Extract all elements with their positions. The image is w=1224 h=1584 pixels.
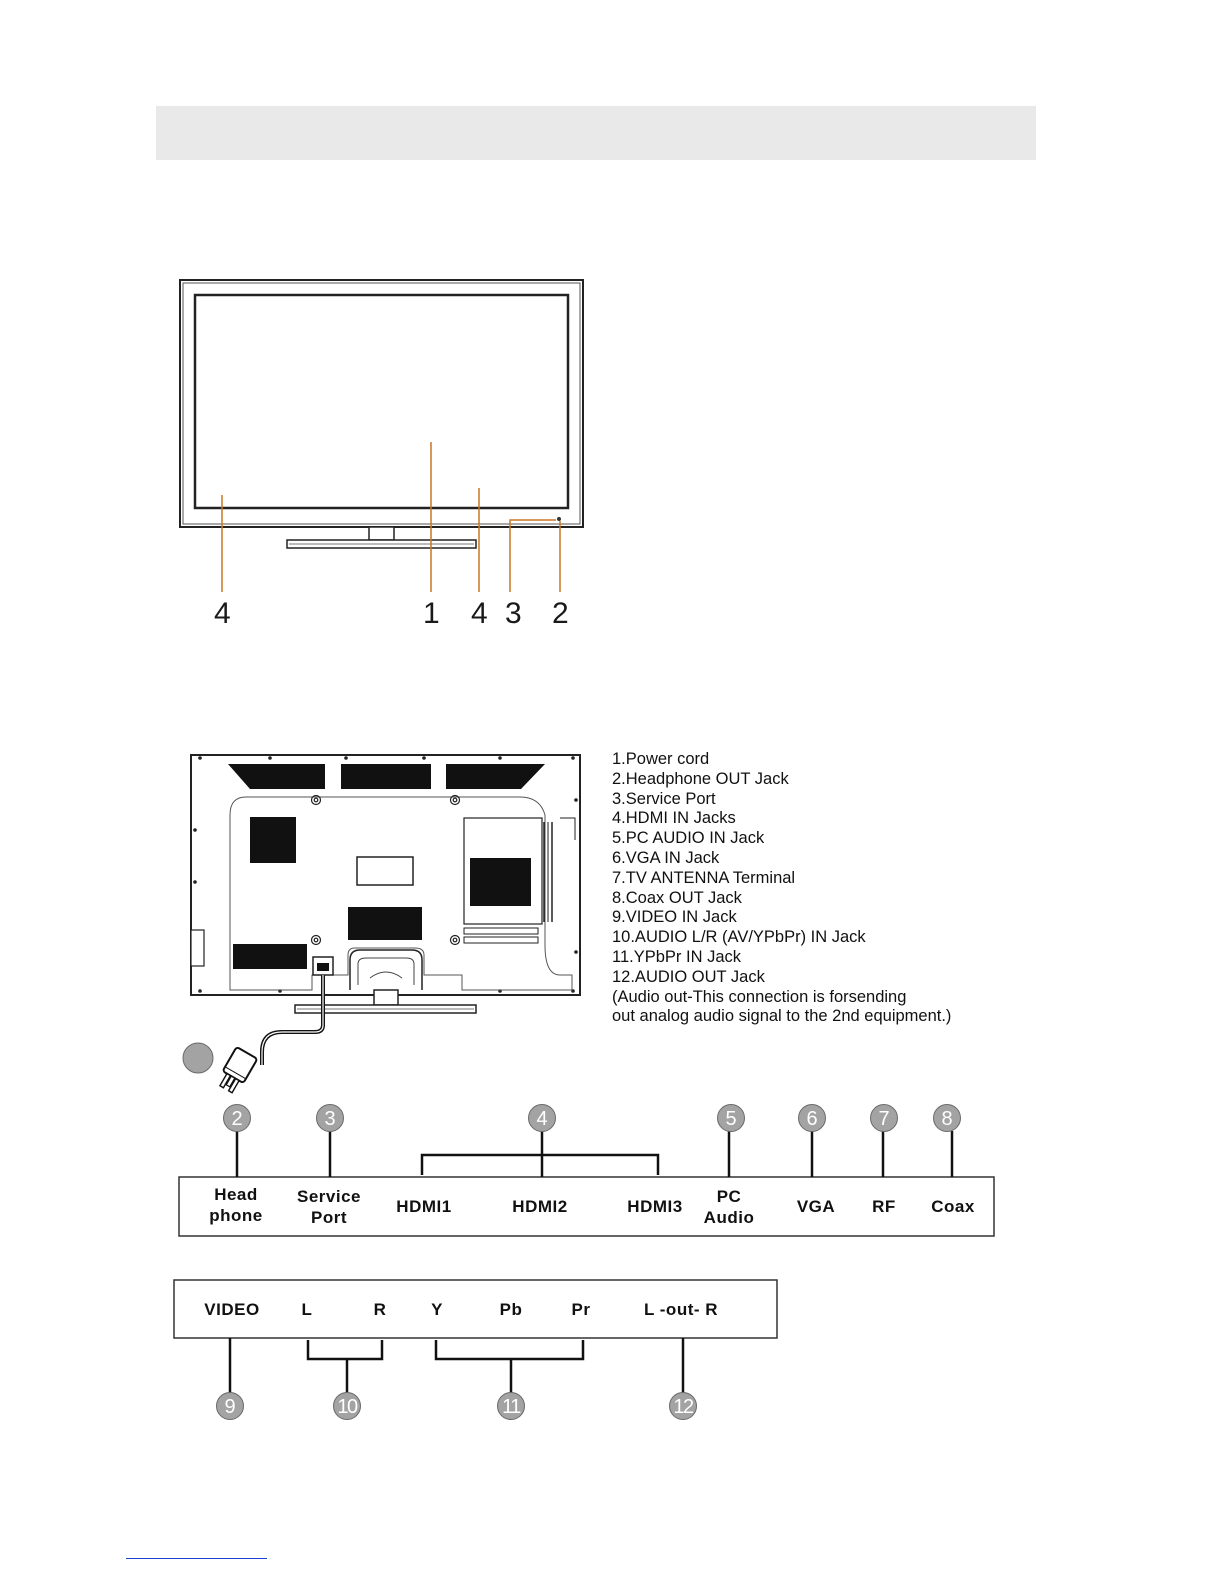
footer-link-underline[interactable] xyxy=(126,1558,267,1559)
power-cord-badge xyxy=(182,1042,214,1074)
tv-front-view: 4 1 4 3 2 xyxy=(179,279,584,630)
label-service-line2: Port xyxy=(311,1208,347,1227)
label-pc-line1: PC xyxy=(717,1187,742,1206)
badge-10: 10 xyxy=(333,1392,361,1420)
svg-text:11: 11 xyxy=(502,1396,521,1418)
badge-6: 6 xyxy=(798,1104,826,1132)
label-audio-l: L xyxy=(302,1300,313,1319)
label-y: Y xyxy=(431,1300,443,1319)
svg-text:12: 12 xyxy=(673,1396,694,1418)
connector-panel-bottom: VIDEO L R Y Pb Pr L -out- R 9 10 11 12 xyxy=(173,1279,778,1420)
svg-text:6: 6 xyxy=(806,1108,817,1130)
svg-text:9: 9 xyxy=(224,1396,235,1418)
section-header-band xyxy=(156,106,1036,160)
headphone-jack-dot xyxy=(557,517,561,521)
legend-item: 6.VGA IN Jack xyxy=(612,848,720,867)
legend-item: 2.Headphone OUT Jack xyxy=(612,769,789,788)
connector-panel-top-box xyxy=(178,1176,995,1237)
front-callout-4b: 4 xyxy=(471,597,488,630)
front-callout-lines xyxy=(221,442,561,592)
legend-note: (Audio out-This connection is forsending xyxy=(612,987,907,1006)
svg-text:7: 7 xyxy=(878,1108,889,1130)
label-headphone-line2: phone xyxy=(209,1206,263,1225)
label-audio-out: L -out- R xyxy=(644,1300,718,1319)
label-audio-r: R xyxy=(374,1300,387,1319)
badge-4: 4 xyxy=(528,1104,556,1132)
legend-item: 5.PC AUDIO IN Jack xyxy=(612,829,765,848)
badge-7: 7 xyxy=(870,1104,898,1132)
badge-9: 9 xyxy=(216,1392,244,1420)
badge-8: 8 xyxy=(933,1104,961,1132)
front-callout-1: 1 xyxy=(423,597,440,630)
label-vga: VGA xyxy=(797,1197,835,1216)
tv-front-screen xyxy=(193,293,570,510)
label-service-line1: Service xyxy=(297,1187,361,1206)
connector-panel-bottom-box xyxy=(173,1279,778,1339)
legend-item: 4.HDMI IN Jacks xyxy=(612,809,736,828)
badge-12: 12 xyxy=(669,1392,697,1420)
svg-text:3: 3 xyxy=(324,1108,335,1130)
front-callout-2: 2 xyxy=(552,597,569,630)
label-headphone-line1: Head xyxy=(214,1185,258,1204)
legend-item: 12.AUDIO OUT Jack xyxy=(612,967,765,986)
legend-item: 9.VIDEO IN Jack xyxy=(612,908,737,927)
label-hdmi1: HDMI1 xyxy=(396,1197,451,1216)
legend-item: 11.YPbPr IN Jack xyxy=(612,947,741,966)
badge-2: 2 xyxy=(223,1104,251,1132)
legend-item: 7.TV ANTENNA Terminal xyxy=(612,868,796,887)
legend-item: 10.AUDIO L/R (AV/YPbPr) IN Jack xyxy=(612,928,866,947)
legend-item: 1.Power cord xyxy=(612,750,710,768)
tv-front-neck xyxy=(368,526,395,541)
front-callout-3: 3 xyxy=(505,597,522,630)
badge-11: 11 xyxy=(497,1392,525,1420)
legend-item: 8.Coax OUT Jack xyxy=(612,888,742,907)
label-pr: Pr xyxy=(572,1300,591,1319)
label-hdmi2: HDMI2 xyxy=(512,1197,567,1216)
label-coax: Coax xyxy=(931,1197,975,1216)
badge-3: 3 xyxy=(316,1104,344,1132)
label-hdmi3: HDMI3 xyxy=(627,1197,682,1216)
connector-legend: 1.Power cord 2.Headphone OUT Jack 3.Serv… xyxy=(612,750,1032,1027)
svg-text:5: 5 xyxy=(725,1108,736,1130)
legend-item: 3.Service Port xyxy=(612,789,716,808)
front-callout-4a: 4 xyxy=(214,597,231,630)
svg-text:10: 10 xyxy=(337,1396,358,1418)
legend-note: out analog audio signal to the 2nd equip… xyxy=(612,1007,952,1026)
svg-text:4: 4 xyxy=(536,1108,547,1130)
label-rf: RF xyxy=(872,1197,896,1216)
svg-text:8: 8 xyxy=(941,1108,952,1130)
label-pb: Pb xyxy=(500,1300,523,1319)
label-pc-line2: Audio xyxy=(704,1208,755,1227)
svg-text:2: 2 xyxy=(231,1108,242,1130)
badge-5: 5 xyxy=(717,1104,745,1132)
connector-panel-top: 2 3 4 5 6 7 8 Head phone Service Port HD… xyxy=(178,1104,995,1237)
tv-rear-view xyxy=(190,754,581,1014)
label-video: VIDEO xyxy=(204,1300,259,1319)
power-cord xyxy=(182,975,325,1094)
